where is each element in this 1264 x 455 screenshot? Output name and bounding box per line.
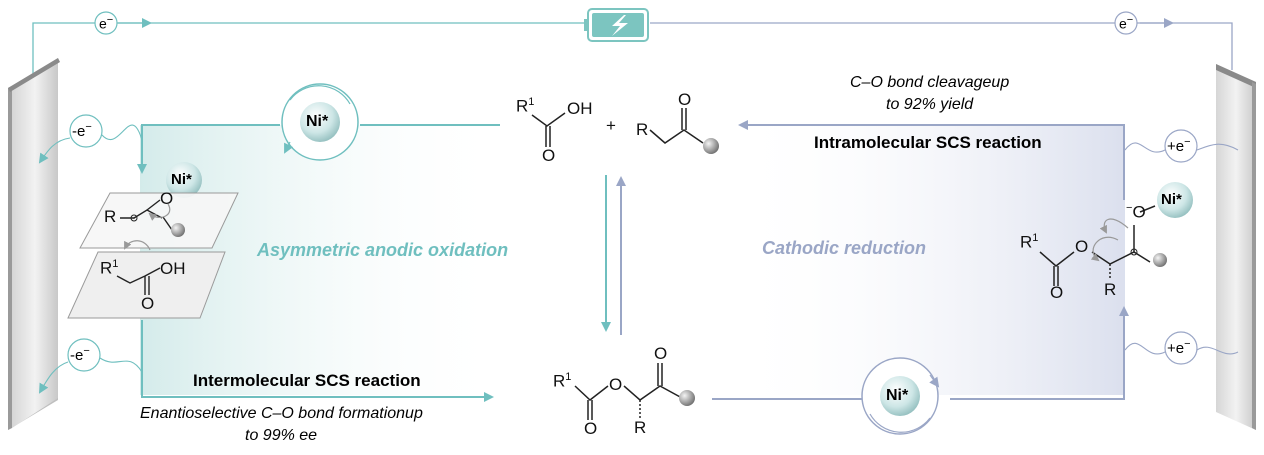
ball-left-complex (171, 223, 185, 237)
electron-label-top-right: e− (1119, 14, 1134, 32)
minus-e-circle-top (69, 114, 103, 148)
wave-right-bottom-b (1196, 346, 1239, 355)
cycle-arrow-icon (289, 85, 351, 105)
stacked-planes (67, 192, 239, 319)
plus-sign: + (606, 116, 616, 135)
electron-circle-top-right (1114, 11, 1138, 35)
right-complex-bonds (1039, 205, 1156, 286)
left-complex-o: O (160, 189, 174, 208)
cathodic-label: Cathodic reduction (762, 238, 927, 258)
ni-label-right-complex: Ni* (1161, 191, 1182, 208)
plus-e-circle-bottom (1164, 331, 1198, 365)
curly-arrow-right-1 (1090, 236, 1119, 262)
product-r1: R1 (553, 371, 572, 391)
plus-e-circle-top (1164, 129, 1198, 163)
ni-label-left-complex: Ni* (171, 171, 192, 188)
wave-left-bottom (99, 357, 143, 373)
electron-label-top-left: e− (99, 14, 114, 32)
ni-catalyst-bottom (861, 357, 940, 435)
cathodic-panel (730, 125, 1125, 395)
plus-e-label-bottom: +e− (1167, 338, 1191, 357)
right-complex-r1: R1 (1020, 232, 1039, 252)
cycle-arrow-icon (869, 413, 931, 433)
radical-dot-left (130, 214, 138, 222)
minus-e-circle-bottom (67, 338, 101, 372)
ketone-o: O (678, 90, 692, 109)
cycle-line-bottom-left (141, 320, 494, 402)
anodic-label: Asymmetric anodic oxidation (257, 240, 509, 260)
radical-dot-right (1130, 248, 1138, 256)
wave-left-top-arrow (38, 137, 71, 164)
product-molecule-bonds (574, 363, 683, 420)
curly-arrow-left-2 (124, 240, 151, 251)
curly-arrow-right-2 (1099, 218, 1129, 234)
intra-title: Intramolecular SCS reaction (814, 133, 1042, 152)
right-complex-o-minus: −O (1126, 202, 1146, 222)
wave-right-bottom (1124, 342, 1166, 355)
right-complex-r: R (1104, 280, 1117, 299)
acid-o: O (542, 146, 556, 165)
wire-top-right (650, 22, 1233, 70)
wire-top-left (32, 22, 585, 80)
cycle-line-top-right (738, 120, 1125, 200)
cycle-line-bottom-right-b (950, 306, 1129, 400)
wave-right-top-b (1196, 143, 1239, 151)
product-o-carbonyl: O (584, 419, 598, 438)
left-complex-o2: O (141, 294, 155, 313)
minus-e-label-bottom: -e− (70, 345, 90, 364)
ni-label-bottom: Ni* (886, 387, 909, 404)
plus-e-label-top: +e− (1167, 136, 1191, 155)
ni-ball-left-complex (166, 162, 202, 198)
wave-left-top (101, 124, 143, 141)
wave-left-bottom-arrow (39, 361, 69, 394)
formation-line1: Enantioselective C–O bond formationup (140, 405, 423, 422)
right-electrode (1216, 64, 1256, 430)
formation-line2: to 99% ee (245, 427, 318, 444)
product-o-ether: O (609, 375, 623, 394)
right-complex-o-carbonyl: O (1050, 283, 1064, 302)
ni-ball (880, 376, 920, 416)
ni-ball (300, 102, 340, 142)
curly-arrow-left-1 (148, 203, 171, 221)
right-complex-o-ether: O (1075, 237, 1089, 256)
left-electrode (8, 58, 60, 430)
minus-e-label-top: -e− (72, 121, 92, 140)
cleavage-line2: to 92% yield (886, 96, 974, 113)
cycle-line-top-left-b (137, 124, 280, 174)
ni-catalyst-top (281, 83, 359, 161)
battery-icon (584, 8, 649, 42)
electron-circle-top-left (94, 11, 118, 35)
ketone-r: R (636, 120, 649, 139)
wave-right-top (1124, 142, 1166, 153)
ball-product (679, 390, 695, 406)
ketone-molecule-bonds (649, 108, 704, 144)
product-r: R (634, 418, 647, 437)
lightning-icon (612, 15, 628, 36)
acid-r1: R1 (516, 96, 535, 116)
ball-ketone (703, 138, 719, 154)
left-complex-r: R (104, 207, 117, 226)
acid-molecule-bonds (531, 112, 566, 147)
ni-label-top: Ni* (306, 113, 329, 130)
left-complex-oh: OH (160, 259, 186, 278)
acid-oh: OH (567, 99, 593, 118)
left-complex-r1: R1 (100, 258, 119, 278)
cleavage-line1: C–O bond cleavageup (850, 74, 1010, 91)
inter-title: Intermolecular SCS reaction (193, 371, 421, 390)
product-o-ketone: O (654, 344, 668, 363)
ball-right-complex (1153, 253, 1167, 267)
ni-ball-right-complex (1157, 182, 1193, 218)
